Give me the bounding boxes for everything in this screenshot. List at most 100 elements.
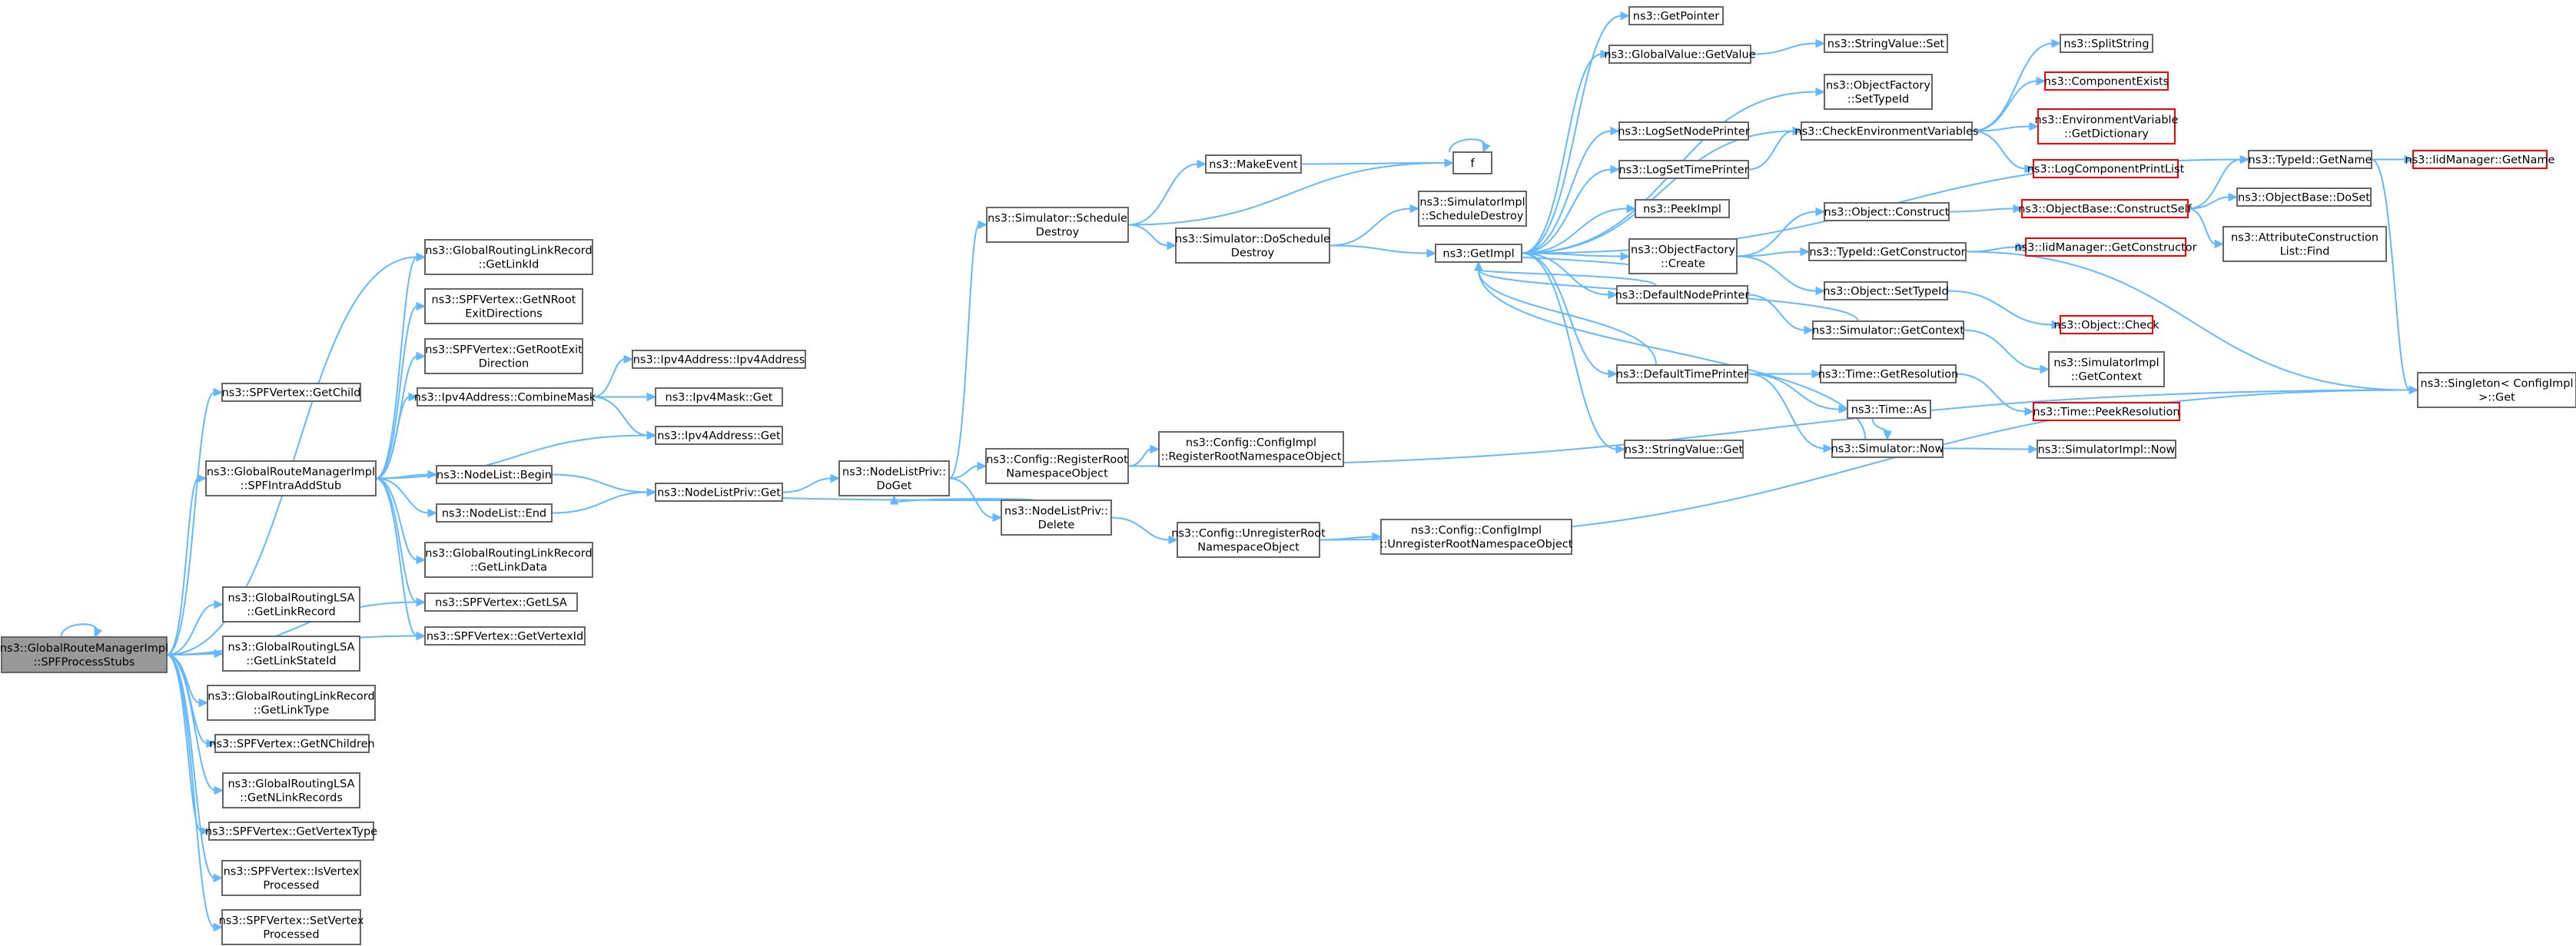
node-recLinkId[interactable]: ns3::GlobalRoutingLinkRecord::GetLinkId (424, 239, 593, 275)
node-box-cfgRegister[interactable] (985, 448, 1129, 484)
node-logCompList[interactable]: ns3::LogComponentPrintList (2027, 159, 2185, 178)
node-box-ipv4MaskGet[interactable] (655, 387, 783, 407)
node-box-combineMask[interactable] (417, 387, 593, 407)
node-box-recLinkId[interactable] (424, 239, 593, 275)
node-lsaLinkRec[interactable]: ns3::GlobalRoutingLSA::GetLinkRecord (222, 586, 360, 622)
node-getPointer[interactable]: ns3::GetPointer (1628, 6, 1724, 25)
node-box-simSchedDestroy[interactable] (986, 207, 1129, 243)
node-box-setVertexProc[interactable] (221, 909, 361, 945)
node-box-simDoSched[interactable] (1175, 227, 1330, 264)
node-fNode[interactable]: f (1452, 151, 1492, 174)
node-tidGetCtor[interactable]: ns3::TypeId::GetConstructor (1808, 242, 1967, 261)
node-nlpDelete[interactable]: ns3::NodeListPriv::Delete (1001, 500, 1112, 536)
node-box-cfgImplUnregister[interactable] (1380, 519, 1572, 555)
node-getVertexId[interactable]: ns3::SPFVertex::GetVertexId (424, 626, 586, 646)
node-box-timePeekRes[interactable] (2033, 402, 2180, 421)
node-box-makeEvent[interactable] (1205, 154, 1302, 174)
node-getLSA[interactable]: ns3::SPFVertex::GetLSA (424, 592, 578, 612)
node-cfgImplUnregister[interactable]: ns3::Config::ConfigImpl::UnregisterRootN… (1380, 519, 1573, 555)
node-simImplSched[interactable]: ns3::SimulatorImpl::ScheduleDestroy (1418, 191, 1527, 227)
node-box-compExists[interactable] (2044, 71, 2169, 91)
node-box-lsaLinkRec[interactable] (222, 586, 360, 622)
node-tidGetName[interactable]: ns3::TypeId::GetName (2248, 150, 2372, 169)
node-box-gvGetValue[interactable] (1608, 45, 1751, 64)
node-timeGetRes[interactable]: ns3::Time::GetResolution (1818, 364, 1959, 383)
node-ofCreate[interactable]: ns3::ObjectFactory::Create (1628, 238, 1738, 274)
node-box-getImpl[interactable] (1435, 244, 1522, 263)
node-box-checkEnv[interactable] (1801, 121, 1973, 141)
node-lsaStateId[interactable]: ns3::GlobalRoutingLSA::GetLinkStateId (222, 636, 360, 672)
node-simSchedDestroy[interactable]: ns3::Simulator::ScheduleDestroy (986, 207, 1129, 243)
node-nodeListEnd[interactable]: ns3::NodeList::End (436, 503, 553, 523)
node-box-timeGetRes[interactable] (1820, 364, 1957, 383)
node-svGet[interactable]: ns3::StringValue::Get (1624, 440, 1744, 459)
node-box-isVertexProc[interactable] (221, 860, 361, 896)
node-ipv4MaskGet[interactable]: ns3::Ipv4Mask::Get (655, 387, 783, 407)
node-box-getLSA[interactable] (424, 592, 578, 612)
node-combineMask[interactable]: ns3::Ipv4Address::CombineMask (414, 387, 596, 407)
node-box-obDoSet[interactable] (2236, 188, 2372, 207)
node-obDoSet[interactable]: ns3::ObjectBase::DoSet (2236, 188, 2372, 207)
node-box-nlpGet[interactable] (655, 483, 783, 502)
node-cfgImplRegister[interactable]: ns3::Config::ConfigImpl::RegisterRootNam… (1158, 431, 1344, 467)
node-box-getPointer[interactable] (1628, 6, 1724, 25)
node-box-nlpDelete[interactable] (1001, 500, 1112, 536)
node-box-peekImpl[interactable] (1635, 199, 1730, 218)
node-box-defTimePrinter[interactable] (1616, 364, 1748, 383)
node-box-objCheck[interactable] (2060, 315, 2153, 334)
node-compExists[interactable]: ns3::ComponentExists (2044, 71, 2169, 91)
node-box-iidGetCtor[interactable] (2025, 237, 2186, 257)
node-splitString[interactable]: ns3::SplitString (2060, 34, 2153, 53)
node-box-nodeListBegin[interactable] (436, 465, 553, 484)
node-nlpDoGet[interactable]: ns3::NodeListPriv::DoGet (838, 460, 950, 496)
node-ofSetTypeId[interactable]: ns3::ObjectFactory::SetTypeId (1824, 74, 1933, 110)
node-objCheck[interactable]: ns3::Object::Check (2053, 315, 2159, 334)
node-box-logTimePrinter[interactable] (1618, 160, 1749, 179)
node-ipv4Get[interactable]: ns3::Ipv4Address::Get (655, 426, 783, 445)
node-box-nodeListEnd[interactable] (436, 503, 553, 523)
node-root[interactable]: ns3::GlobalRouteManagerImpl::SPFProcessS… (0, 636, 168, 673)
node-box-cfgUnregister[interactable] (1177, 522, 1320, 558)
node-simGetCtx[interactable]: ns3::Simulator::GetContext (1812, 320, 1964, 340)
node-getImpl[interactable]: ns3::GetImpl (1435, 244, 1522, 263)
node-box-nRootExit[interactable] (424, 288, 583, 324)
node-box-fNode[interactable] (1452, 151, 1492, 174)
node-getChild[interactable]: ns3::SPFVertex::GetChild (221, 383, 361, 402)
node-logNodePrinter[interactable]: ns3::LogSetNodePrinter (1618, 121, 1750, 141)
node-cfgUnregister[interactable]: ns3::Config::UnregisterRootNamespaceObje… (1171, 522, 1326, 558)
node-peekImpl[interactable]: ns3::PeekImpl (1635, 199, 1730, 218)
node-box-logCompList[interactable] (2033, 159, 2179, 178)
node-obConstructSelf[interactable]: ns3::ObjectBase::ConstructSelf (2018, 199, 2193, 218)
node-box-rootExit[interactable] (424, 338, 583, 374)
node-box-logNodePrinter[interactable] (1618, 121, 1749, 141)
node-box-recLinkType[interactable] (207, 685, 376, 721)
node-box-ofSetTypeId[interactable] (1824, 74, 1933, 110)
node-box-simImplNow[interactable] (2037, 440, 2176, 459)
node-box-cfgImplRegister[interactable] (1158, 431, 1344, 467)
node-box-tidGetName[interactable] (2248, 150, 2372, 169)
node-makeEvent[interactable]: ns3::MakeEvent (1205, 154, 1302, 174)
node-vertexType[interactable]: ns3::SPFVertex::GetVertexType (205, 822, 377, 841)
node-box-nlpDoGet[interactable] (838, 460, 950, 496)
node-singletonGet[interactable]: ns3::Singleton< ConfigImpl >::Get (2417, 372, 2576, 408)
node-simImplGetCtx[interactable]: ns3::SimulatorImpl::GetContext (2048, 351, 2165, 387)
node-box-simImplSched[interactable] (1418, 191, 1527, 227)
node-ipv4Ctor[interactable]: ns3::Ipv4Address::Ipv4Address (632, 350, 806, 369)
node-box-vertexType[interactable] (208, 822, 374, 841)
node-box-objSetTypeId[interactable] (1824, 281, 1948, 300)
node-box-obConstructSelf[interactable] (2021, 199, 2189, 218)
node-box-lsaStateId[interactable] (222, 636, 360, 672)
node-nlpGet[interactable]: ns3::NodeListPriv::Get (655, 483, 783, 502)
node-box-nLinkRec[interactable] (222, 772, 360, 808)
node-box-getChild[interactable] (221, 383, 361, 402)
node-box-ipv4Get[interactable] (655, 426, 783, 445)
node-objConstruct[interactable]: ns3::Object::Construct (1824, 202, 1950, 221)
node-box-attrFind[interactable] (2222, 226, 2387, 262)
node-cfgRegister[interactable]: ns3::Config::RegisterRootNamespaceObject (985, 448, 1129, 484)
node-defNodePrinter[interactable]: ns3::DefaultNodePrinter (1615, 285, 1750, 304)
node-box-simGetCtx[interactable] (1812, 320, 1964, 340)
